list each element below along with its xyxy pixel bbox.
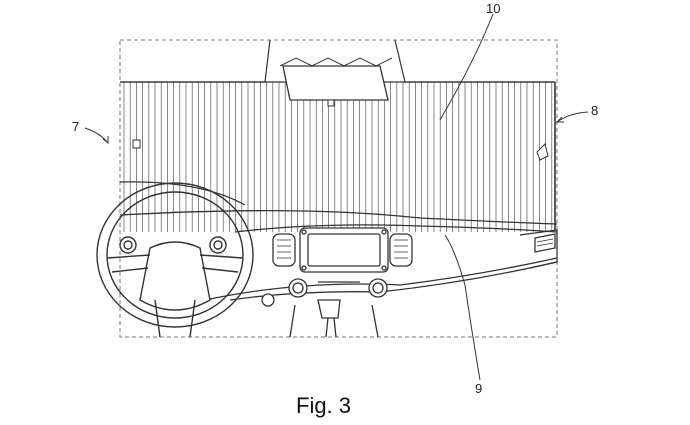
leader-lines bbox=[84, 13, 589, 381]
dashed-frame bbox=[119, 39, 558, 338]
rearview-mirror bbox=[279, 57, 393, 107]
figure-caption: Fig. 3 bbox=[296, 393, 352, 418]
ref-numeral-9: 9 bbox=[475, 381, 483, 396]
visor-clips bbox=[132, 139, 549, 161]
dashboard bbox=[119, 210, 558, 338]
ref-numeral-10: 10 bbox=[486, 1, 501, 16]
sun-shade bbox=[119, 39, 556, 232]
steering-wheel bbox=[96, 182, 254, 338]
ref-numeral-7: 7 bbox=[72, 119, 80, 134]
ref-numeral-8: 8 bbox=[591, 103, 599, 118]
